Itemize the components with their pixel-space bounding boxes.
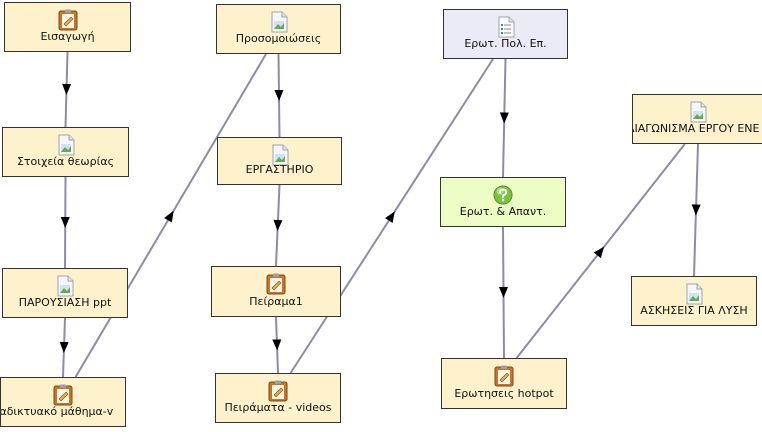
- edge-arrowhead: [59, 341, 69, 353]
- image-file-icon: [271, 11, 287, 33]
- edge-arrowhead: [691, 204, 701, 216]
- node-label: Πείραμα1: [249, 295, 303, 308]
- node-askiseis-gia-lysi[interactable]: ΑΣΚΗΣΕΙΣ ΓΙΑ ΛΥΣΗ: [631, 276, 757, 326]
- node-label: ΠΑΡΟΥΣΙΑΣΗ ppt: [18, 296, 112, 309]
- node-stoixeia-theorias[interactable]: Στοιχεία θεωρίας: [2, 127, 129, 177]
- node-eisagogi[interactable]: Εισαγωγή: [4, 2, 131, 52]
- node-prosomoioseis[interactable]: Προσομοιώσεις: [216, 4, 341, 54]
- node-label: Ερωτ. Πολ. Επ.: [464, 37, 547, 50]
- node-label: Ερωτησεις hotpot: [454, 387, 554, 400]
- node-peirama1[interactable]: Πείραμα1: [211, 266, 341, 317]
- question-icon: [493, 185, 513, 205]
- node-label: διαδικτυακό μάθημα-v: [0, 405, 114, 418]
- assignment-icon: [58, 9, 77, 31]
- edge-arrowhead: [273, 219, 283, 231]
- node-diagonisma-ergou[interactable]: ΔΙΑΓΩΝΙΣΜΑ ΕΡΓΟΥ ΕΝΕ: [632, 94, 762, 144]
- edge-arrowhead: [499, 112, 509, 124]
- image-file-icon: [690, 101, 707, 123]
- node-label: Εισαγωγή: [40, 30, 95, 43]
- assignment-icon: [494, 365, 514, 387]
- assignment-icon: [266, 273, 286, 295]
- assignment-icon: [53, 384, 73, 406]
- node-label: Προσομοιώσεις: [235, 32, 322, 45]
- assignment-icon: [268, 380, 288, 402]
- node-label: Στοιχεία θεωρίας: [16, 155, 115, 168]
- node-label: Πειράματα - videos: [224, 401, 332, 414]
- node-erot-apant[interactable]: Ερωτ. & Απαντ.: [440, 177, 566, 227]
- image-file-icon: [272, 144, 288, 166]
- image-file-icon: [57, 275, 74, 297]
- node-ergastirio[interactable]: ΕΡΓΑΣΤΗΡΙΟ: [217, 137, 342, 185]
- edge-arrowhead: [385, 211, 395, 224]
- node-label: ΕΡΓΑΣΤΗΡΙΟ: [245, 163, 314, 176]
- node-parousiasi-ppt[interactable]: ΠΑΡΟΥΣΙΑΣΗ ppt: [2, 268, 128, 318]
- quiz-list-icon: [498, 16, 514, 38]
- edge-arrowhead: [62, 83, 72, 95]
- node-peiramata-videos[interactable]: Πειράματα - videos: [215, 373, 341, 423]
- edge-arrowhead: [498, 286, 508, 298]
- image-file-icon: [58, 134, 74, 156]
- edge-arrowhead: [593, 246, 605, 259]
- node-label: ΑΣΚΗΣΕΙΣ ΓΙΑ ΛΥΣΗ: [640, 304, 748, 317]
- node-erotiseis-hotpot[interactable]: Ερωτησεις hotpot: [441, 358, 567, 409]
- image-file-icon: [686, 283, 703, 305]
- edge-arrowhead: [272, 339, 282, 351]
- edge-arrowhead: [164, 210, 174, 223]
- node-erot-pol-ep[interactable]: Ερωτ. Πολ. Επ.: [443, 9, 568, 59]
- edge-arrowhead: [274, 89, 284, 101]
- node-diadiktyako-mathima[interactable]: διαδικτυακό μάθημα-v: [0, 377, 126, 427]
- edge-arrowhead: [60, 216, 70, 228]
- node-label: ΔΙΑΓΩΝΙΣΜΑ ΕΡΓΟΥ ΕΝΕ: [632, 122, 760, 135]
- node-label: Ερωτ. & Απαντ.: [459, 205, 547, 218]
